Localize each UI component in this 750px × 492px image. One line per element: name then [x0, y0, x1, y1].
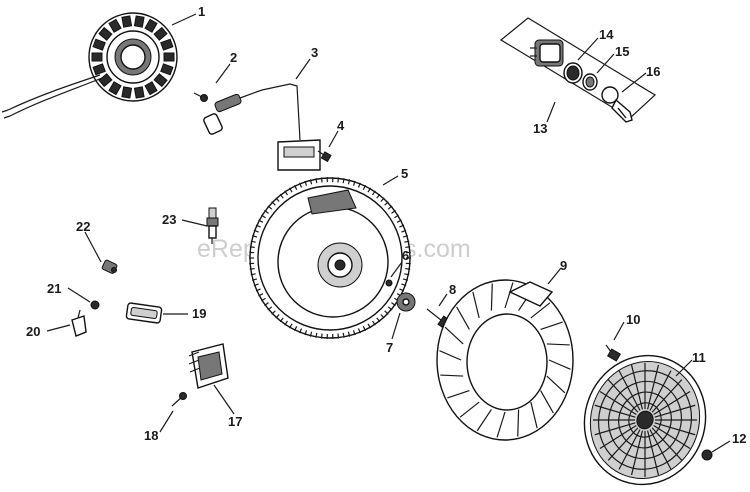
callout-7: 7: [386, 340, 393, 355]
callout-19: 19: [192, 306, 206, 321]
callout-13: 13: [533, 121, 547, 136]
key-switch-kit: [499, 17, 656, 123]
callout-8: 8: [449, 282, 456, 297]
callout-10: 10: [626, 312, 640, 327]
callout-1: 1: [198, 4, 205, 19]
callout-12: 12: [732, 431, 746, 446]
leader-lines: [46, 13, 731, 453]
callout-6: 6: [402, 248, 409, 263]
bolt-part-10: [605, 344, 622, 362]
debris-screen-part: [583, 354, 707, 486]
stator-part: [1, 12, 178, 119]
clip-part: [71, 309, 87, 337]
callout-11: 11: [692, 350, 706, 365]
nut-part-12: [701, 449, 713, 461]
callout-17: 17: [228, 414, 242, 429]
nut-part-21: [90, 300, 100, 310]
callout-4: 4: [337, 118, 345, 133]
callout-18: 18: [144, 428, 158, 443]
flywheel-part: [249, 177, 411, 339]
callout-15: 15: [615, 44, 629, 59]
cooling-fan-part: [436, 279, 574, 441]
callout-22: 22: [76, 219, 90, 234]
screw-part: [193, 92, 208, 102]
rectifier-part: [188, 343, 229, 389]
connector-part: [125, 302, 163, 324]
callout-5: 5: [401, 166, 408, 181]
bolt-part-4: [317, 150, 332, 163]
washer-part: [396, 292, 416, 312]
ignition-module-part: [203, 83, 321, 171]
callout-2: 2: [230, 50, 237, 65]
spark-plug-part: [206, 207, 219, 244]
woodruff-key-part: [385, 279, 393, 287]
callout-21: 21: [47, 281, 61, 296]
callout-14: 14: [599, 27, 614, 42]
callout-16: 16: [646, 64, 660, 79]
callout-3: 3: [311, 45, 318, 60]
screw-part-18: [171, 392, 187, 407]
callout-23: 23: [162, 212, 176, 227]
callout-9: 9: [560, 258, 567, 273]
wire-connector-part: [101, 259, 118, 274]
callout-labels: 1 2 3 4 5 6 7 8 9 10 11 12 13 14 15 16 1…: [26, 4, 746, 446]
callout-20: 20: [26, 324, 40, 339]
